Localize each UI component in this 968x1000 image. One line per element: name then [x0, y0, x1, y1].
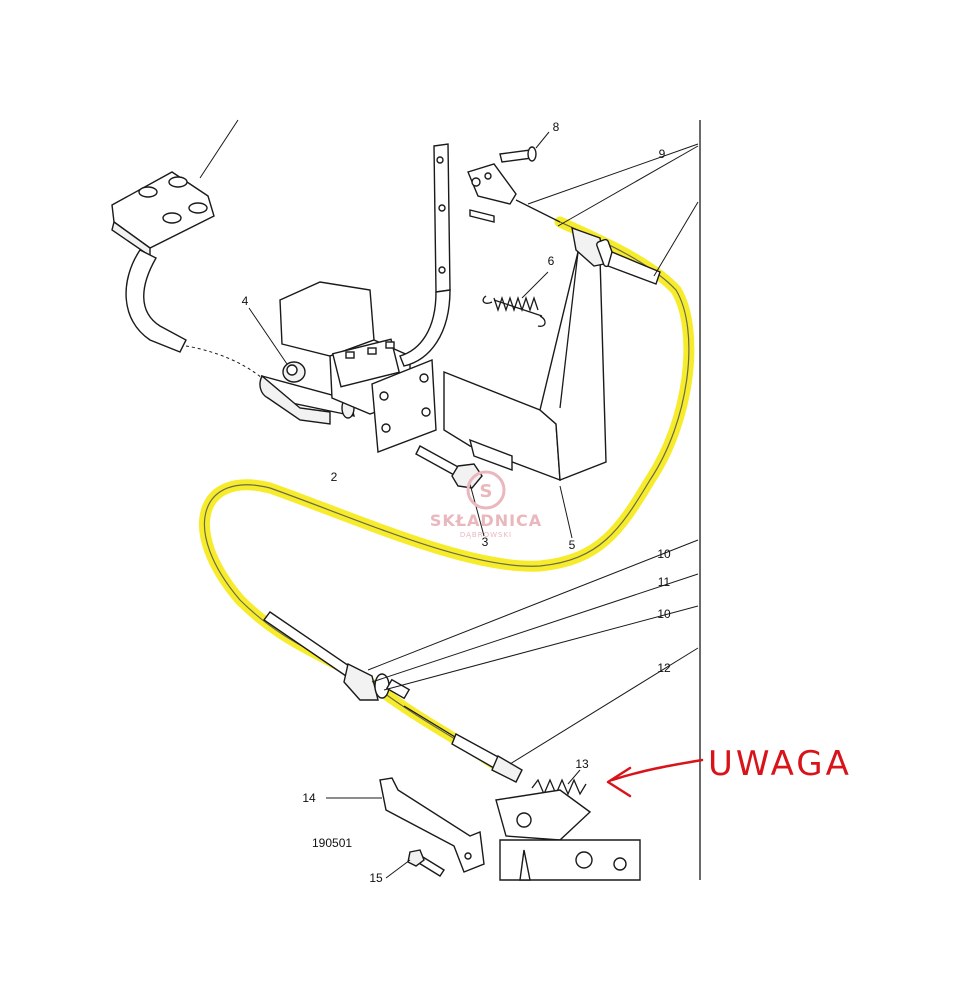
part-label-10-lower: 10: [657, 607, 671, 621]
cable-lower-fitting: [263, 539, 699, 783]
part-label-12: 12: [657, 661, 671, 675]
part-label-3: 3: [482, 535, 489, 549]
svg-text:S: S: [480, 481, 493, 502]
upright-bar: [399, 143, 451, 367]
bolt-part-15: [385, 849, 445, 879]
clevis-part-9: [467, 143, 699, 227]
watermark: S SKŁADNICA DĄBROWSKI: [430, 470, 542, 539]
clevis-pin-part-8: [499, 131, 550, 163]
bracket-part-14: [326, 777, 485, 873]
part-label-8: 8: [553, 120, 560, 134]
warning-arrow: [610, 758, 704, 782]
watermark-sub: DĄBROWSKI: [460, 531, 512, 539]
watermark-name: SKŁADNICA: [430, 511, 542, 530]
part-label-5: 5: [569, 538, 576, 552]
part-label-14: 14: [302, 791, 316, 805]
part-label-9: 9: [659, 147, 666, 161]
injection-pump-lever: [495, 789, 641, 881]
bushing-part-4: [248, 307, 306, 383]
foot-pedal: [111, 119, 263, 379]
pedal-mount-bracket: [279, 281, 437, 453]
part-label-6: 6: [548, 254, 555, 268]
part-label-2: 2: [331, 470, 338, 484]
part-label-11: 11: [658, 575, 671, 589]
bolt-part-3: [415, 445, 485, 537]
pedal-shaft: [259, 374, 355, 425]
part-label-13: 13: [575, 757, 589, 771]
figure-code: 190501: [312, 836, 352, 850]
cable-upper-fitting: [571, 201, 699, 285]
part-label-15: 15: [369, 871, 383, 885]
warning-label: UWAGA: [708, 744, 852, 784]
l-bracket-part-5: [443, 251, 607, 539]
spring-part-13: [531, 769, 587, 796]
part-label-4: 4: [242, 294, 249, 308]
warning-annotation: UWAGA: [606, 744, 852, 798]
return-spring-part-6: [482, 271, 549, 327]
part-label-10-upper: 10: [657, 547, 671, 561]
